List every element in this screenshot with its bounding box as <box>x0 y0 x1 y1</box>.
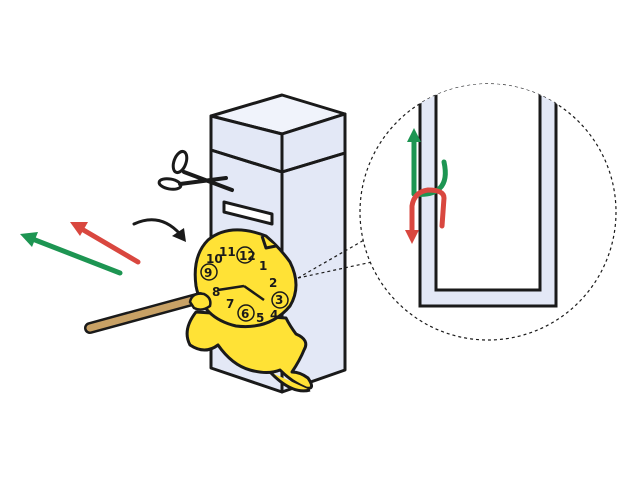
scissors-icon <box>157 149 234 192</box>
zoom-red-route <box>405 187 447 244</box>
red-arrow <box>70 222 141 265</box>
clock-number-2: 2 <box>269 276 277 290</box>
clock-number-7: 7 <box>226 297 234 311</box>
clock-number-1: 1 <box>259 259 267 273</box>
post-cap-line <box>210 148 346 174</box>
clock-hour-hand <box>217 284 245 292</box>
clock-minute-hand <box>243 284 265 302</box>
clock-number-11: 11 <box>219 245 236 259</box>
green-arrow <box>20 232 123 276</box>
clock-number-10: 10 <box>206 252 223 266</box>
zoom-green-route <box>407 128 448 197</box>
motion-arrows <box>20 218 186 276</box>
character-hand <box>188 292 212 311</box>
clock-notch <box>260 235 277 250</box>
zoom-content <box>405 84 558 308</box>
post-slot <box>222 200 274 226</box>
clock-number-6: 6 <box>241 307 249 321</box>
zoom-callout <box>297 231 379 279</box>
curved-arrow-icon <box>132 218 186 242</box>
zoom-inner-slot <box>434 84 542 292</box>
clock-number-8: 8 <box>212 285 220 299</box>
character-foot <box>268 370 311 393</box>
clock-numbers: 12 1 2 3 4 5 6 7 8 9 10 11 <box>200 245 289 325</box>
clock-face <box>193 228 298 329</box>
stick <box>84 292 206 334</box>
clock-character <box>185 228 313 393</box>
clock-number-9: 9 <box>204 266 212 280</box>
character-body <box>185 310 313 390</box>
clock-number-5: 5 <box>256 311 264 325</box>
clock-number-3: 3 <box>275 293 283 307</box>
clock-number-4: 4 <box>270 308 278 322</box>
